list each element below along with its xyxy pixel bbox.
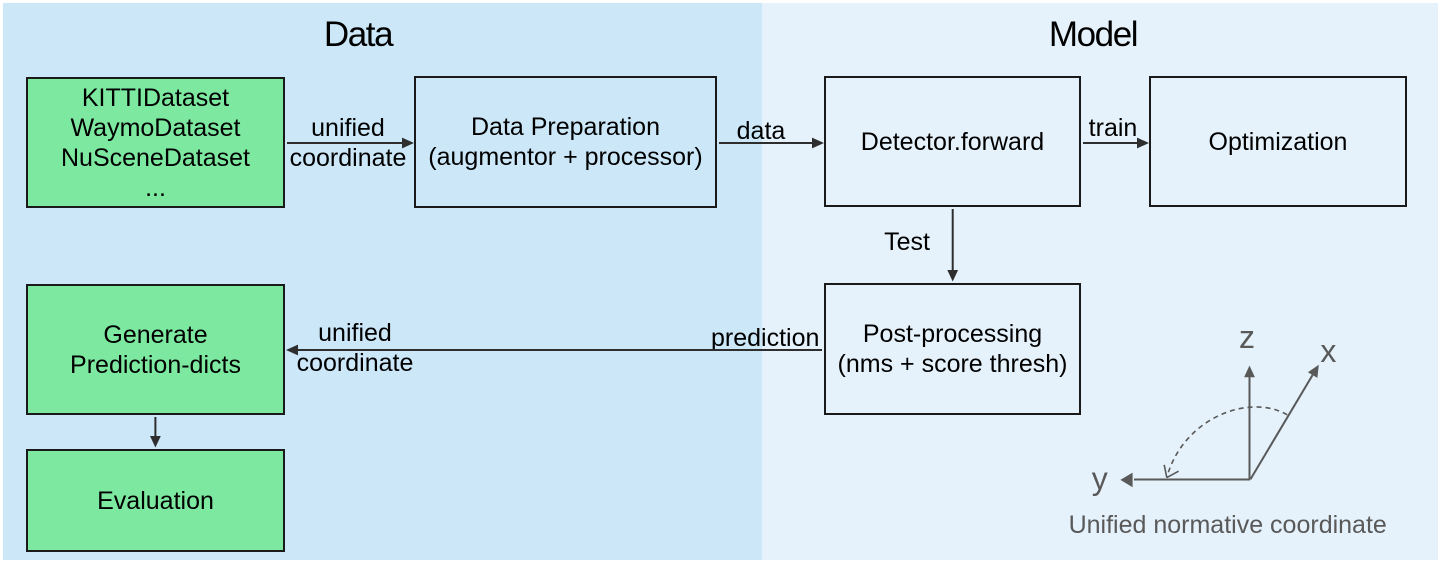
- svg-text:x: x: [1320, 333, 1336, 369]
- svg-text:y: y: [1092, 461, 1108, 497]
- svg-text:Unified normative coordinate: Unified normative coordinate: [1069, 511, 1387, 539]
- svg-text:z: z: [1239, 319, 1255, 355]
- svg-text:Model: Model: [1049, 15, 1137, 54]
- svg-text:Data: Data: [324, 15, 394, 54]
